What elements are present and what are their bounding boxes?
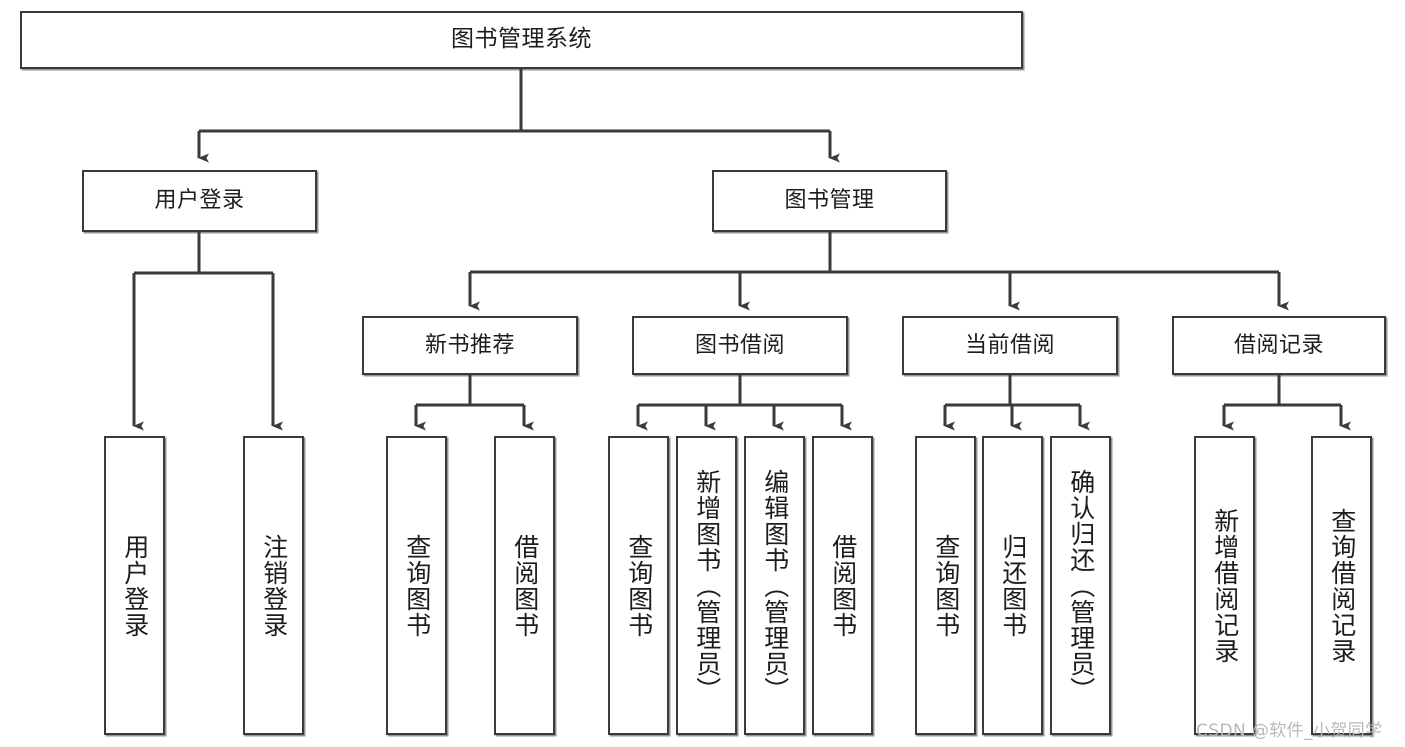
node-label: 归还图书 [998,533,1028,638]
node-borrowing-records[interactable]: 借阅记录 [1172,316,1386,375]
node-new-book-recommendation[interactable]: 新书推荐 [362,316,578,375]
leaf-add-borrow-record[interactable]: 新增借阅记录 [1194,436,1255,735]
leaf-user-login[interactable]: 用户登录 [104,436,165,735]
node-label: 查询借阅记录 [1327,507,1357,664]
node-label: 借阅记录 [1233,332,1324,358]
node-label: 借阅图书 [510,533,540,638]
leaf-query-borrow-record[interactable]: 查询借阅记录 [1311,436,1372,735]
node-label: 查询图书 [402,533,432,638]
leaf-query-books-new[interactable]: 查询图书 [386,436,447,735]
leaf-query-books-current[interactable]: 查询图书 [915,436,976,735]
node-label: 新书推荐 [424,332,515,358]
node-root-book-management-system[interactable]: 图书管理系统 [20,11,1023,69]
node-label: 查询图书 [931,533,961,638]
node-user-login[interactable]: 用户登录 [82,170,317,232]
leaf-confirm-return-admin[interactable]: 确认归还（管理员） [1050,436,1111,735]
leaf-borrow-books-new[interactable]: 借阅图书 [494,436,555,735]
node-book-borrowing[interactable]: 图书借阅 [632,316,848,375]
leaf-add-book-admin[interactable]: 新增图书（管理员） [676,436,737,735]
node-label: 新增借阅记录 [1210,507,1240,664]
leaf-borrow-books[interactable]: 借阅图书 [812,436,873,735]
node-label: 新增图书（管理员） [692,468,722,703]
csdn-watermark: CSDN @软件_小贺同学 [1196,721,1383,741]
node-label: 图书管理系统 [451,26,592,53]
leaf-return-books[interactable]: 归还图书 [982,436,1043,735]
node-label: 用户登录 [154,188,245,214]
node-book-management[interactable]: 图书管理 [712,170,947,232]
node-label: 借阅图书 [828,533,858,638]
node-current-borrowing[interactable]: 当前借阅 [902,316,1118,375]
node-label: 确认归还（管理员） [1066,468,1096,703]
leaf-query-books-borrow[interactable]: 查询图书 [608,436,669,735]
leaf-edit-book-admin[interactable]: 编辑图书（管理员） [744,436,805,735]
node-label: 查询图书 [624,533,654,638]
node-label: 用户登录 [120,533,150,638]
node-label: 当前借阅 [964,332,1055,358]
node-label: 编辑图书（管理员） [760,468,790,703]
node-label: 注销登录 [259,533,289,638]
node-label: 图书借阅 [694,332,785,358]
node-label: 图书管理 [784,188,875,214]
leaf-logout[interactable]: 注销登录 [243,436,304,735]
